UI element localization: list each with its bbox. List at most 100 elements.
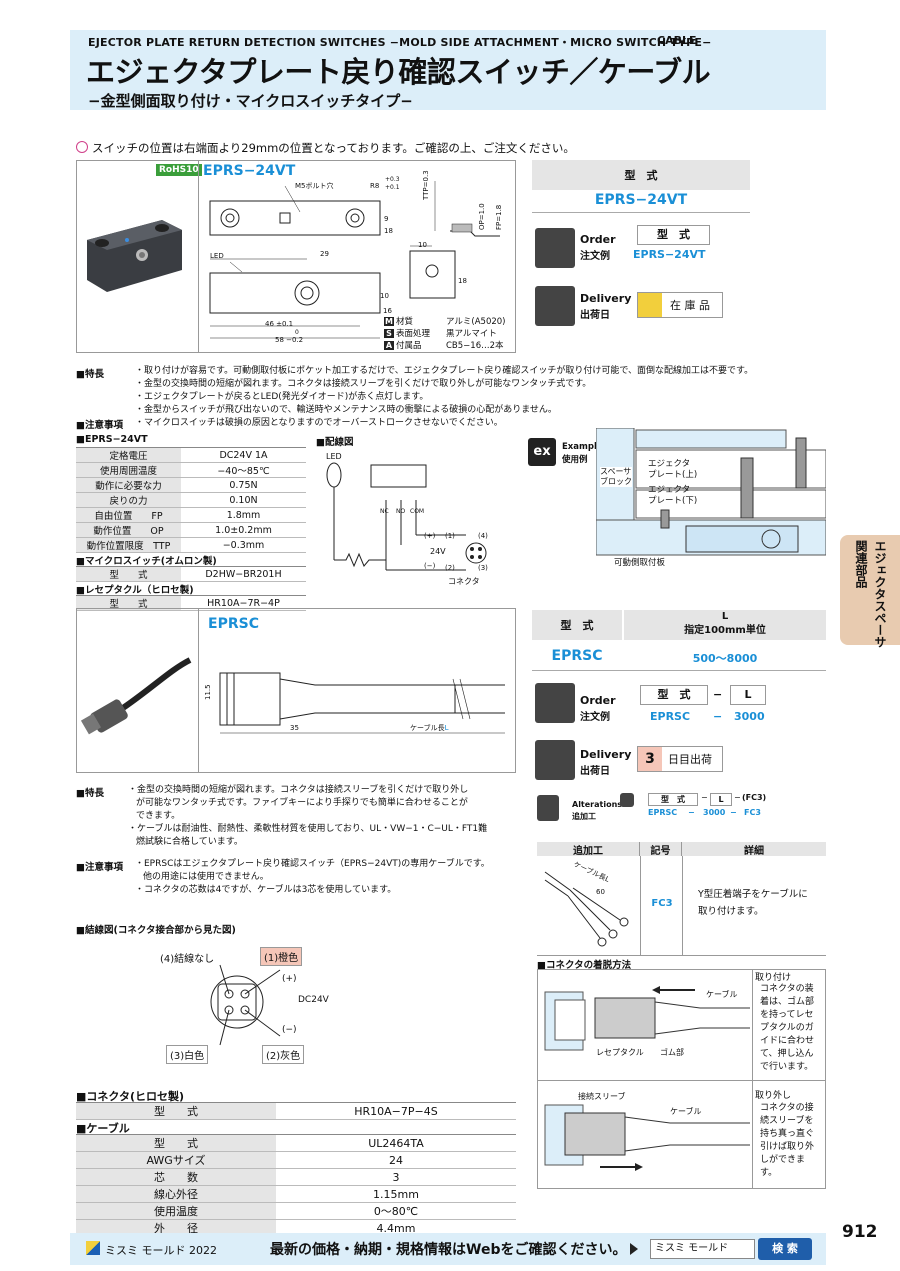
order-sub: 注文例: [580, 712, 610, 723]
dim-cable-len: ケーブル長L: [410, 724, 449, 732]
example-icon: ex: [528, 438, 556, 466]
order-phone-icon: [535, 228, 575, 268]
dim-fp: FP=1.8: [495, 204, 503, 230]
spec1-model: EPRS−24VT: [532, 192, 750, 213]
conn-pin2: (2)灰色: [262, 1045, 305, 1064]
fc3-dim-60: 60: [596, 888, 605, 896]
example-lower: エジェクタ プレート(下): [648, 485, 698, 506]
alt-table-body: [537, 856, 826, 956]
wiring-title: ■配線図: [316, 437, 354, 448]
conn-pin1: (1)橙色: [260, 947, 303, 966]
example-drawing: [596, 428, 826, 556]
features1-label: ■特長: [76, 369, 104, 380]
dim-18: 18: [384, 227, 393, 235]
dim-10: 10: [380, 292, 389, 300]
example-upper: エジェクタ プレート(上): [648, 459, 698, 480]
spec1-header: 型 式: [532, 160, 750, 190]
example-plate: 可動側取付板: [614, 558, 666, 568]
eprs-model-label: EPRS−24VT: [203, 163, 296, 179]
example-label: Example: [562, 442, 603, 452]
rohs-badge: RoHS10: [156, 164, 202, 176]
wiring-minus: (−): [424, 562, 436, 570]
attach-text: コネクタの装着は、ゴム部を持ってレセプタクルのガイドに合わせて、押し込んで行いま…: [760, 984, 815, 1072]
dim-r8-tol: +0.3 +0.1: [385, 176, 400, 191]
connmount-title: ■コネクタの着脱方法: [537, 960, 632, 971]
dim-29: 29: [320, 250, 329, 258]
dim-58: 58 −0.2: [275, 336, 304, 344]
attach-recept: レセプタクル: [596, 1048, 644, 1057]
divider-vertical: [640, 856, 641, 956]
footer-search-button[interactable]: 検 索: [758, 1238, 812, 1260]
connwire-title: ■結線図(コネクタ接合部から見た図): [76, 925, 236, 936]
connmount-remove-drawing: [544, 1104, 750, 1171]
order-dash: −: [713, 688, 723, 701]
alt-dash: −: [730, 808, 737, 817]
connwire-diagram: [210, 964, 281, 1046]
alt-dash: −: [688, 808, 695, 817]
order-label: Order: [580, 694, 616, 707]
caution2-label: ■注意事項: [76, 862, 123, 873]
wiring-no: NO: [396, 508, 406, 515]
page-title: エジェクタプレート戻り確認スイッチ／ケーブル: [86, 55, 711, 89]
eprs-product-photo: [87, 220, 182, 292]
divider-vertical: [198, 608, 199, 773]
en-title: EJECTOR PLATE RETURN DETECTION SWITCHES …: [88, 36, 712, 49]
category-side-tab[interactable]: [840, 535, 900, 645]
dim-35: 35: [290, 724, 299, 732]
features2-label: ■特長: [76, 788, 104, 799]
wiring-p2: (2): [445, 564, 455, 572]
wiring-p1: (1): [445, 532, 455, 540]
order-value: 3000: [734, 710, 765, 723]
dim-r8: R8: [370, 182, 380, 190]
fc3-drawing: [544, 871, 629, 947]
stock-box: 在 庫 品: [637, 292, 723, 318]
alterations-label: Alterations: [572, 800, 623, 809]
alt-dash: −: [734, 793, 741, 802]
divider: [532, 670, 826, 671]
wiring-com: COM: [410, 508, 425, 515]
en-cable: CABLE: [657, 34, 697, 47]
eprsc-model-label: EPRSC: [208, 616, 259, 632]
wiring-p3: (3): [478, 564, 488, 572]
alterations-icon: [537, 795, 559, 821]
chevron-right-icon: [630, 1243, 638, 1255]
example-sub: 使用例: [562, 455, 588, 465]
conn-minus: (−): [282, 1025, 297, 1035]
order-sub: 注文例: [580, 251, 610, 262]
conn-dc24v: DC24V: [298, 995, 329, 1005]
divider-vertical: [752, 969, 753, 1189]
alt-value: EPRSC: [648, 808, 678, 817]
dim-46: 46 ±0.1: [265, 320, 294, 328]
dim-115: 11.5: [204, 684, 212, 700]
delivery-label: Delivery: [580, 748, 632, 761]
page-number: 912: [842, 1222, 878, 1242]
alt-table-header: 追加工記号詳細: [537, 842, 826, 857]
side-tab-l2: 関連部品: [854, 540, 868, 588]
alt-head-fc3: (FC3): [742, 793, 767, 802]
divider-vertical: [682, 856, 683, 956]
note-icon: [76, 141, 88, 153]
footer-search-input[interactable]: ミスミ モールド: [650, 1239, 755, 1259]
order-label: Order: [580, 233, 616, 246]
wiring-p4: (4): [478, 532, 488, 540]
wiring-plus: (+): [424, 532, 436, 540]
order-head-box: 型 式: [640, 685, 708, 705]
caution2-list: ・EPRSCはエジェクタプレート戻り確認スイッチ（EPRS−24VT)の専用ケー…: [135, 859, 490, 895]
wiring-connector: コネクタ: [448, 577, 480, 586]
dim-m5: M5ボルト穴: [295, 182, 334, 190]
wiring-24v: 24V: [430, 547, 446, 556]
features1-list: ・取り付けが容易です。可動側取付板にポケット加工するだけで、エジェクタプレート戻…: [135, 366, 754, 415]
